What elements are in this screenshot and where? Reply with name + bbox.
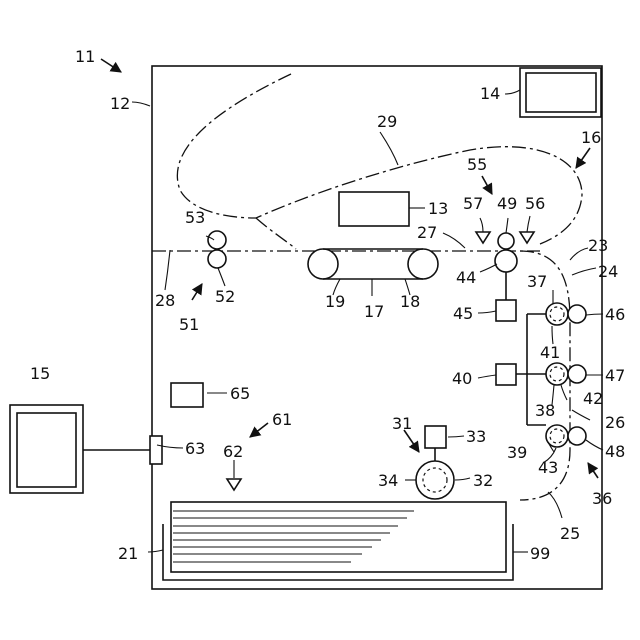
label-47: 47 — [605, 366, 625, 385]
label-31: 31 — [392, 414, 412, 433]
sheet-lines — [173, 511, 414, 562]
label-48: 48 — [605, 442, 625, 461]
reference-numerals: 11 12 14 29 16 55 13 57 49 56 53 27 23 4… — [30, 47, 625, 563]
label-56: 56 — [525, 194, 545, 213]
motor-33 — [425, 426, 446, 448]
roller-19 — [308, 249, 338, 279]
motor-45 — [496, 300, 516, 321]
roller-41 — [546, 303, 568, 325]
roller-18 — [408, 249, 438, 279]
roller-48 — [568, 427, 586, 445]
label-21: 21 — [118, 544, 138, 563]
label-32: 32 — [473, 471, 493, 490]
roller-49 — [498, 233, 514, 249]
label-17: 17 — [364, 302, 384, 321]
roller-44 — [495, 250, 517, 272]
roller-47 — [568, 365, 586, 383]
label-18: 18 — [400, 292, 420, 311]
label-36: 36 — [592, 489, 612, 508]
label-12: 12 — [110, 94, 130, 113]
label-40: 40 — [452, 369, 472, 388]
roller-46 — [568, 305, 586, 323]
sensor-62 — [227, 479, 241, 490]
roller-32 — [416, 461, 454, 499]
connector-63 — [150, 436, 162, 464]
arrow-11 — [101, 59, 121, 72]
label-41: 41 — [540, 343, 560, 362]
box-13 — [339, 192, 409, 226]
panel-14-outer — [520, 68, 601, 117]
label-43: 43 — [538, 458, 558, 477]
terminal-15-outer — [10, 405, 83, 493]
label-19: 19 — [325, 292, 345, 311]
label-16: 16 — [581, 128, 601, 147]
label-44: 44 — [456, 268, 476, 287]
label-28: 28 — [155, 291, 175, 310]
label-14: 14 — [480, 84, 500, 103]
label-39: 39 — [507, 443, 527, 462]
label-65: 65 — [230, 384, 250, 403]
terminal-15-inner — [17, 413, 76, 487]
label-46: 46 — [605, 305, 625, 324]
sensor-56 — [520, 232, 534, 243]
label-55: 55 — [467, 155, 487, 174]
path-29 — [177, 74, 582, 244]
sensor-57 — [476, 232, 490, 243]
arrow-31 — [404, 430, 419, 452]
label-51: 51 — [179, 315, 199, 334]
label-34: 34 — [378, 471, 398, 490]
arrow-55 — [482, 176, 492, 194]
label-27: 27 — [417, 223, 437, 242]
label-33: 33 — [466, 427, 486, 446]
label-26: 26 — [605, 413, 625, 432]
panel-14-inner — [526, 73, 596, 112]
label-11: 11 — [75, 47, 95, 66]
label-24: 24 — [598, 262, 618, 281]
label-25: 25 — [560, 524, 580, 543]
label-29: 29 — [377, 112, 397, 131]
box-65 — [171, 383, 203, 407]
label-53: 53 — [185, 208, 205, 227]
label-52: 52 — [215, 287, 235, 306]
label-63: 63 — [185, 439, 205, 458]
label-99: 99 — [530, 544, 550, 563]
label-37: 37 — [527, 272, 547, 291]
label-45: 45 — [453, 304, 473, 323]
path-29-lower — [256, 218, 296, 249]
label-62: 62 — [223, 442, 243, 461]
arrow-61 — [250, 423, 268, 437]
label-42: 42 — [583, 389, 603, 408]
label-23: 23 — [588, 236, 608, 255]
label-15: 15 — [30, 364, 50, 383]
leader-lines — [132, 90, 603, 552]
label-57: 57 — [463, 194, 483, 213]
motor-40 — [496, 364, 516, 385]
roller-53 — [208, 231, 226, 249]
roller-52 — [208, 250, 226, 268]
label-38: 38 — [535, 401, 555, 420]
arrow-16 — [576, 148, 590, 168]
arrow-51 — [192, 284, 202, 300]
label-49: 49 — [497, 194, 517, 213]
label-13: 13 — [428, 199, 448, 218]
roller-42 — [546, 363, 568, 385]
label-61: 61 — [272, 410, 292, 429]
arrow-36 — [588, 463, 598, 478]
